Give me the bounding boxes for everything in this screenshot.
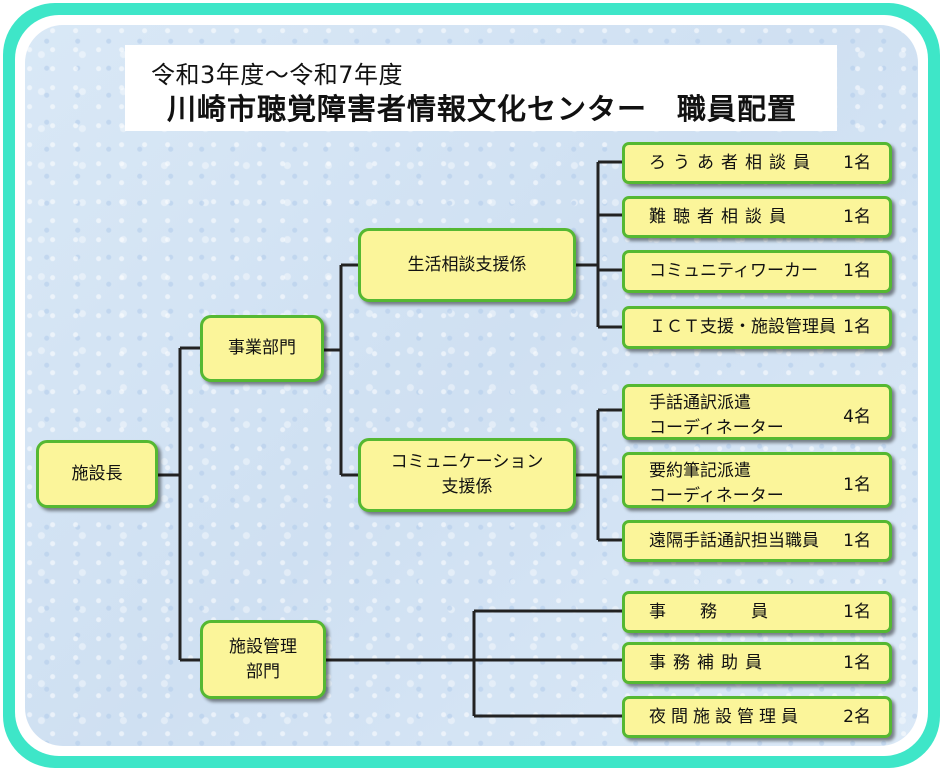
staff-clerk: 事 務 員 1名 [622,591,892,633]
staff-count: 2名 [843,706,871,727]
staff-community-worker: コミュニティワーカー 1名 [622,250,892,293]
staff-sign-coordinator: 手話通訳派遣 コーディネーター 4名 [622,384,892,440]
staff-name: 難聴者相談員 [649,206,793,227]
business-dept-node: 事業部門 [200,315,324,382]
staff-count: 1名 [843,475,871,496]
staff-hoh-counselor: 難聴者相談員 1名 [622,196,892,238]
staff-count: 4名 [843,407,871,428]
staff-remote-sign: 遠隔手話通訳担当職員 1名 [622,520,892,562]
staff-name: 事 務 員 [649,601,768,622]
life-consult-node: 生活相談支援係 [358,228,576,302]
staff-ict-support: ＩＣＴ支援・施設管理員 1名 [622,306,892,349]
staff-night-manager: 夜間施設管理員 2名 [622,696,892,738]
staff-count: 1名 [843,601,871,622]
communication-node: コミュニケーション 支援係 [358,438,576,512]
staff-count: 1名 [843,206,871,227]
facility-dept-node: 施設管理 部門 [200,620,326,699]
staff-count: 1名 [843,530,871,551]
staff-name: 夜間施設管理員 [649,706,803,727]
staff-count: 1名 [843,261,871,282]
staff-name: 要約筆記派遣 コーディネーター [649,461,784,506]
staff-name: ＩＣＴ支援・施設管理員 [649,317,836,338]
staff-name: 遠隔手話通訳担当職員 [649,530,819,551]
staff-name: 事務補助員 [649,652,769,673]
title-period: 令和3年度～令和7年度 [151,61,404,89]
page-title: 川崎市聴覚障害者情報文化センター 職員配置 [167,92,798,126]
staff-count: 1名 [843,317,871,338]
staff-count: 1名 [843,652,871,673]
staff-count: 1名 [843,152,871,173]
director-node: 施設長 [36,440,158,508]
staff-clerk-assistant: 事務補助員 1名 [622,642,892,684]
staff-name: 手話通訳派遣 コーディネーター [649,393,784,438]
staff-name: ろうあ者相談員 [649,152,817,173]
staff-summary-coordinator: 要約筆記派遣 コーディネーター 1名 [622,452,892,508]
title-box [125,45,837,131]
staff-name: コミュニティワーカー [649,261,818,282]
staff-deaf-counselor: ろうあ者相談員 1名 [622,142,892,184]
